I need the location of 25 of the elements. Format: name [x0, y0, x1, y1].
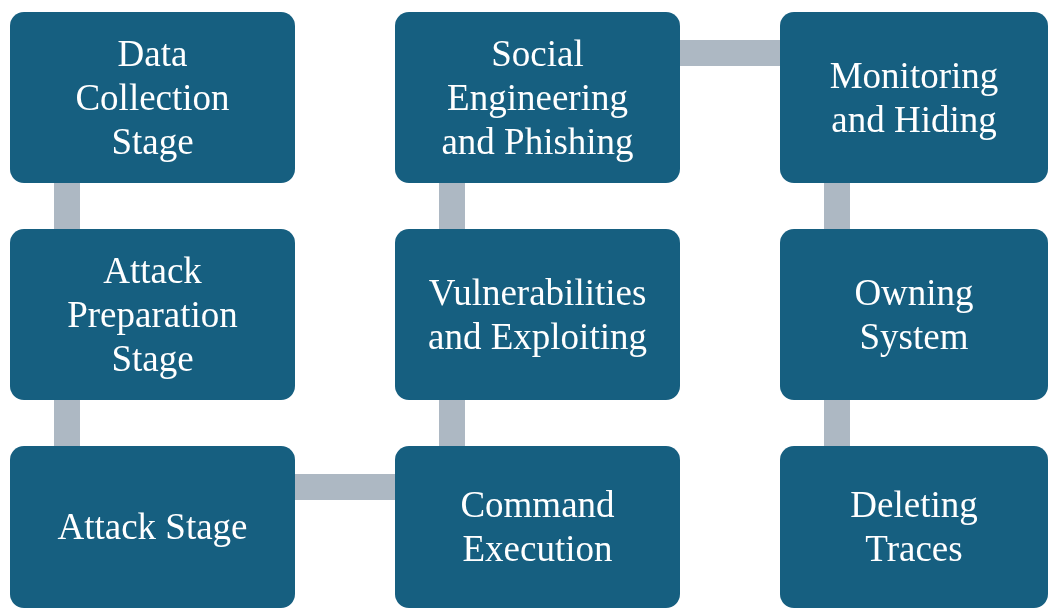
process-box — [395, 12, 680, 183]
connector-bar — [680, 40, 780, 66]
process-box — [395, 229, 680, 400]
box-label: Owning System — [853, 270, 975, 359]
process-box — [780, 446, 1048, 608]
process-box — [10, 229, 295, 400]
connector-bar — [54, 400, 80, 446]
connector-bar — [824, 183, 850, 229]
box-label: Command Execution — [459, 483, 616, 571]
connector-bar — [54, 183, 80, 229]
box-label: Deleting Traces — [849, 483, 979, 571]
box-label: Monitoring and Hiding — [828, 53, 1000, 142]
connector-bar — [439, 400, 465, 446]
process-box — [10, 446, 295, 608]
process-box — [780, 12, 1048, 183]
process-box — [395, 446, 680, 608]
connector-bar — [439, 183, 465, 229]
process-box — [780, 229, 1048, 400]
connector-bar — [295, 474, 395, 500]
box-label: Attack Stage — [57, 505, 248, 549]
box-label: Attack Preparation Stage — [66, 248, 239, 381]
process-box — [10, 12, 295, 183]
box-label: Data Collection Stage — [74, 31, 231, 164]
box-label: Social Engineering and Phishing — [440, 31, 635, 164]
box-label: Vulnerabilities and Exploiting — [427, 270, 648, 359]
